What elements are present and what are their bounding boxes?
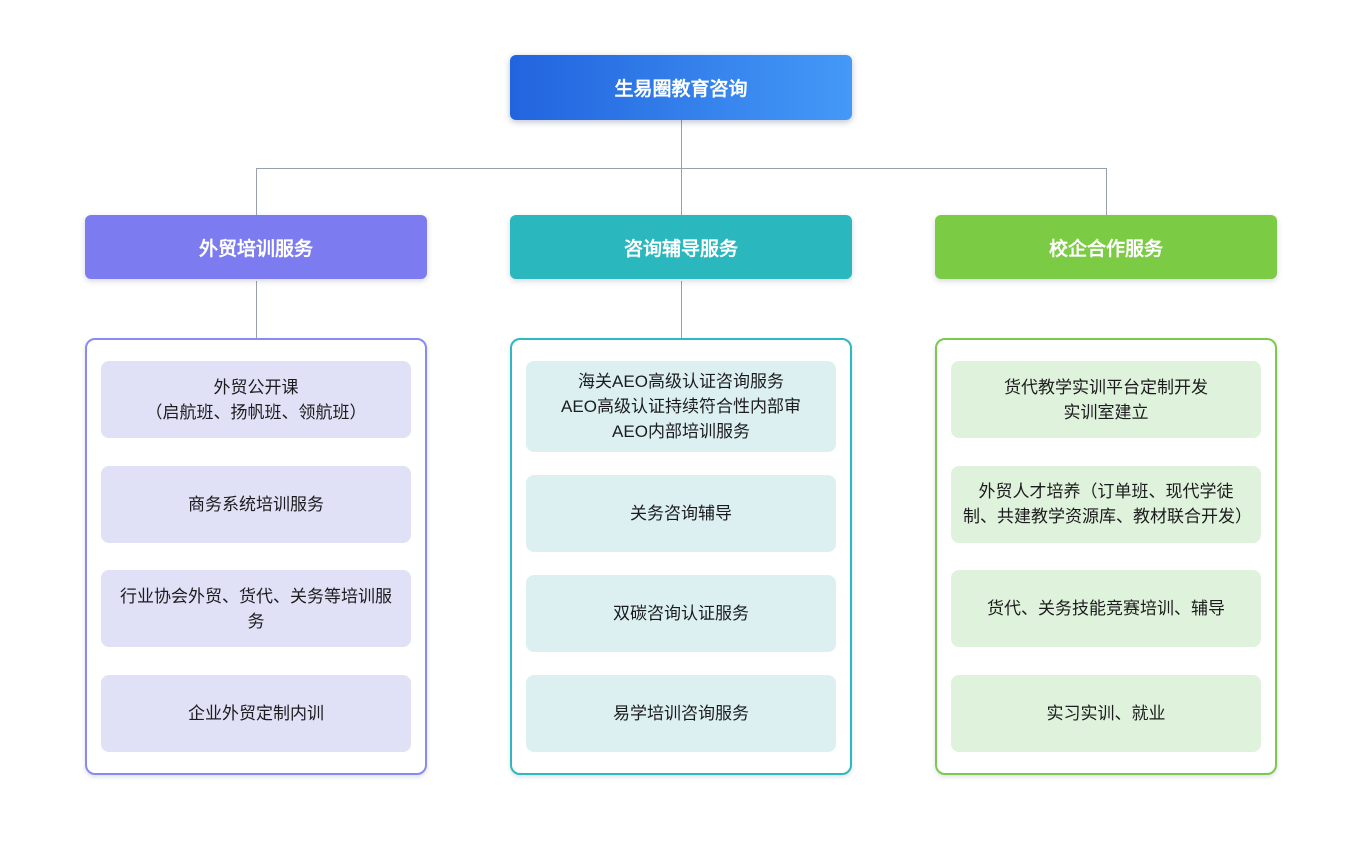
connector-drop-middle	[681, 168, 682, 215]
service-item: 货代、关务技能竞赛培训、辅导	[951, 570, 1261, 648]
service-item: 易学培训咨询服务	[526, 675, 836, 752]
root-node: 生易圈教育咨询	[510, 55, 852, 120]
branch-header-label: 校企合作服务	[1048, 238, 1163, 260]
service-item: 货代教学实训平台定制开发 实训室建立	[951, 361, 1261, 438]
service-item: 商务系统培训服务	[101, 465, 411, 543]
service-item: 外贸人才培养（订单班、现代学徒制、共建教学资源库、教材联合开发）	[951, 465, 1261, 543]
branch-header-label: 外贸培训服务	[198, 238, 313, 260]
connector-drop-left	[256, 168, 257, 215]
branch-header-trade-training: 外贸培训服务	[85, 215, 427, 279]
branch-header-label: 咨询辅导服务	[623, 238, 738, 260]
service-item: 外贸公开课 （启航班、扬帆班、领航班）	[101, 361, 411, 438]
service-item: 关务咨询辅导	[526, 475, 836, 552]
connector-stub-middle	[681, 281, 682, 338]
connector-stub-left	[256, 281, 257, 338]
service-item: 双碳咨询认证服务	[526, 575, 836, 652]
connector-drop-right	[1106, 168, 1107, 215]
service-item: 海关AEO高级认证咨询服务 AEO高级认证持续符合性内部审 AEO内部培训服务	[526, 361, 836, 452]
root-node-label: 生易圈教育咨询	[614, 79, 748, 100]
service-item: 实习实训、就业	[951, 674, 1261, 752]
branch-panel-school-enterprise: 货代教学实训平台定制开发 实训室建立 外贸人才培养（订单班、现代学徒制、共建教学…	[935, 338, 1277, 775]
branch-header-consulting: 咨询辅导服务	[510, 215, 852, 279]
branch-header-school-enterprise: 校企合作服务	[935, 215, 1277, 279]
connector-root-stem	[681, 120, 682, 168]
branch-panel-consulting: 海关AEO高级认证咨询服务 AEO高级认证持续符合性内部审 AEO内部培训服务 …	[510, 338, 852, 775]
service-item: 行业协会外贸、货代、关务等培训服务	[101, 570, 411, 648]
branch-panel-trade-training: 外贸公开课 （启航班、扬帆班、领航班） 商务系统培训服务 行业协会外贸、货代、关…	[85, 338, 427, 775]
service-item: 企业外贸定制内训	[101, 674, 411, 752]
